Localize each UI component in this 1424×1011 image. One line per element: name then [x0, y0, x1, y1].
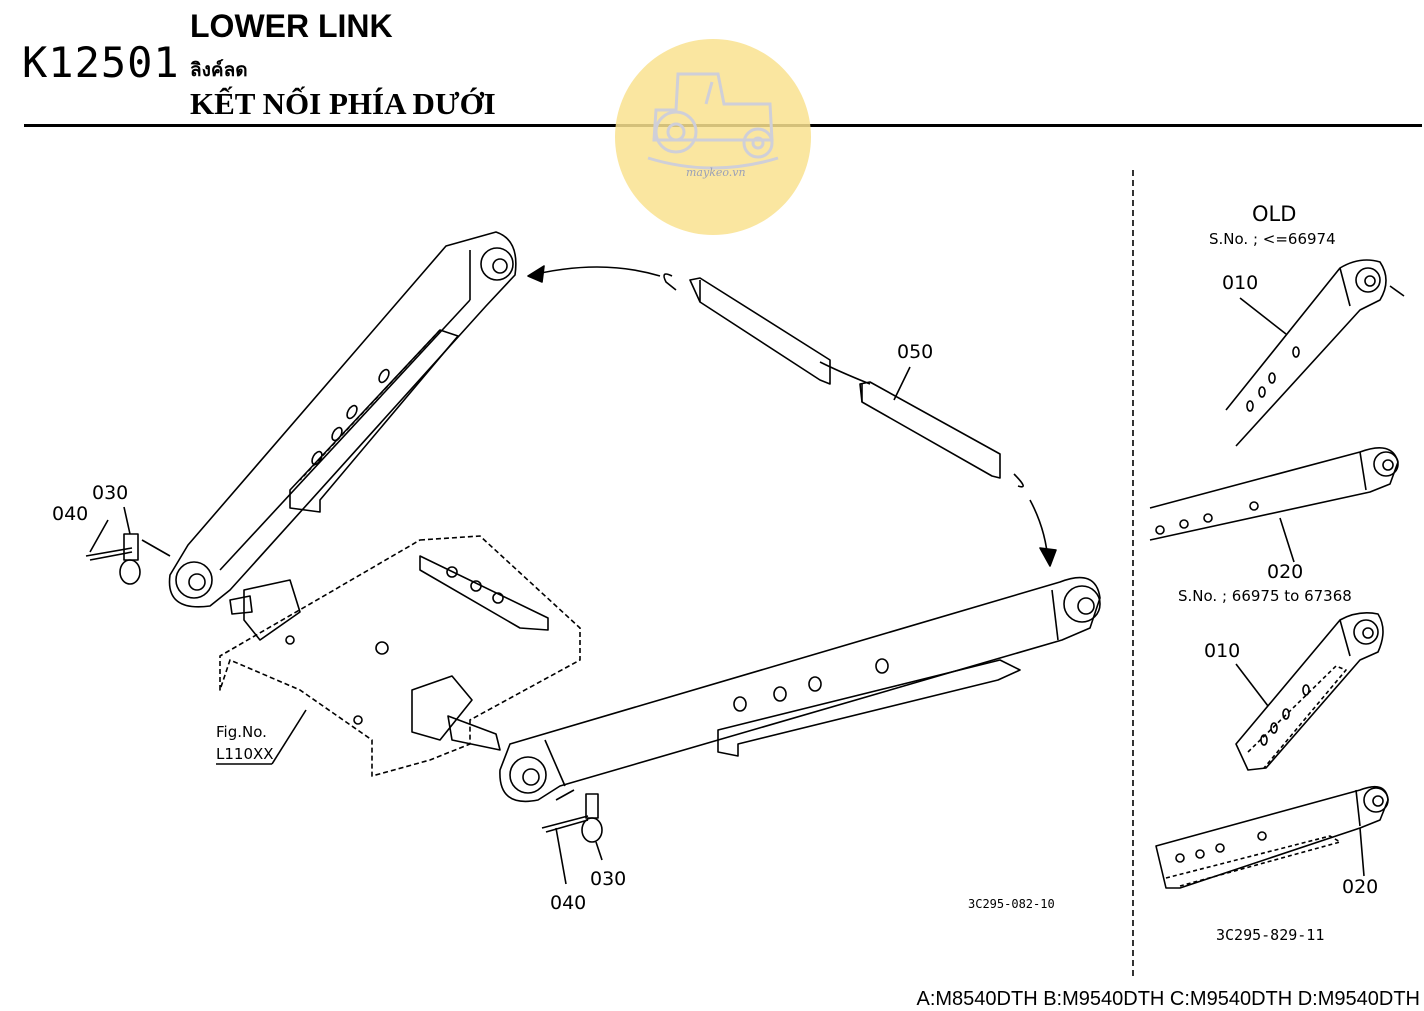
callout-010-top: 010: [1222, 272, 1259, 294]
maykeo-logo-icon: maykeo.vn: [615, 39, 811, 235]
leader-010-bottom: [1235, 663, 1269, 707]
serial-old: S.No. ; <=66974: [1209, 230, 1336, 248]
callout-030-bottom: 030: [590, 868, 627, 890]
drawing-code-main: 3C295-082-10: [968, 897, 1055, 911]
callout-020-top: 020: [1267, 561, 1304, 583]
stabilizer-chain: [663, 273, 1024, 488]
title-thai: ลิงค์ลด: [190, 59, 248, 81]
old-label: OLD: [1252, 202, 1297, 226]
callout-010-bottom: 010: [1204, 640, 1241, 662]
model-list: A:M8540DTH B:M9540DTH C:M9540DTH D:M9540…: [916, 988, 1421, 1010]
leader-030-bottom: [595, 841, 603, 861]
old-link-020-a: [1149, 446, 1399, 541]
fig-ref-line1: Fig.No.: [216, 723, 267, 741]
callout-040-left: 040: [52, 503, 89, 525]
lower-link-left: [168, 231, 517, 608]
leader-010-top: [1239, 297, 1287, 335]
lower-link-right: [499, 576, 1101, 803]
title-english: LOWER LINK: [190, 8, 393, 44]
callout-030-left: 030: [92, 482, 129, 504]
pin-left: [85, 533, 171, 585]
leader-050: [893, 366, 911, 401]
fig-ref-line2: L110XX: [216, 745, 274, 763]
serial-range: S.No. ; 66975 to 67368: [1178, 587, 1352, 605]
leader-fig-ref: [271, 709, 307, 765]
old-link-020-b: [1155, 785, 1389, 889]
leader-040-left: [89, 519, 109, 553]
drawbar-bracket: [219, 535, 581, 777]
arrow-upper: [527, 266, 661, 277]
callout-040-bottom: 040: [550, 892, 587, 914]
title-vietnamese: KẾT NỐI PHÍA DƯỚI: [190, 86, 496, 121]
callout-050: 050: [897, 341, 934, 363]
leader-030-left: [123, 506, 131, 535]
old-link-010-a: [1225, 259, 1405, 447]
leader-020-bottom: [1359, 827, 1365, 877]
callout-020-bottom: 020: [1342, 876, 1379, 898]
part-code: K12501: [22, 38, 180, 87]
drawing-code-side: 3C295-829-11: [1216, 926, 1325, 944]
leader-020-top: [1279, 517, 1295, 563]
leader-040-bottom: [555, 827, 567, 885]
old-link-010-b: [1235, 612, 1384, 771]
svg-text:maykeo.vn: maykeo.vn: [686, 166, 746, 179]
pin-bottom: [541, 789, 603, 843]
